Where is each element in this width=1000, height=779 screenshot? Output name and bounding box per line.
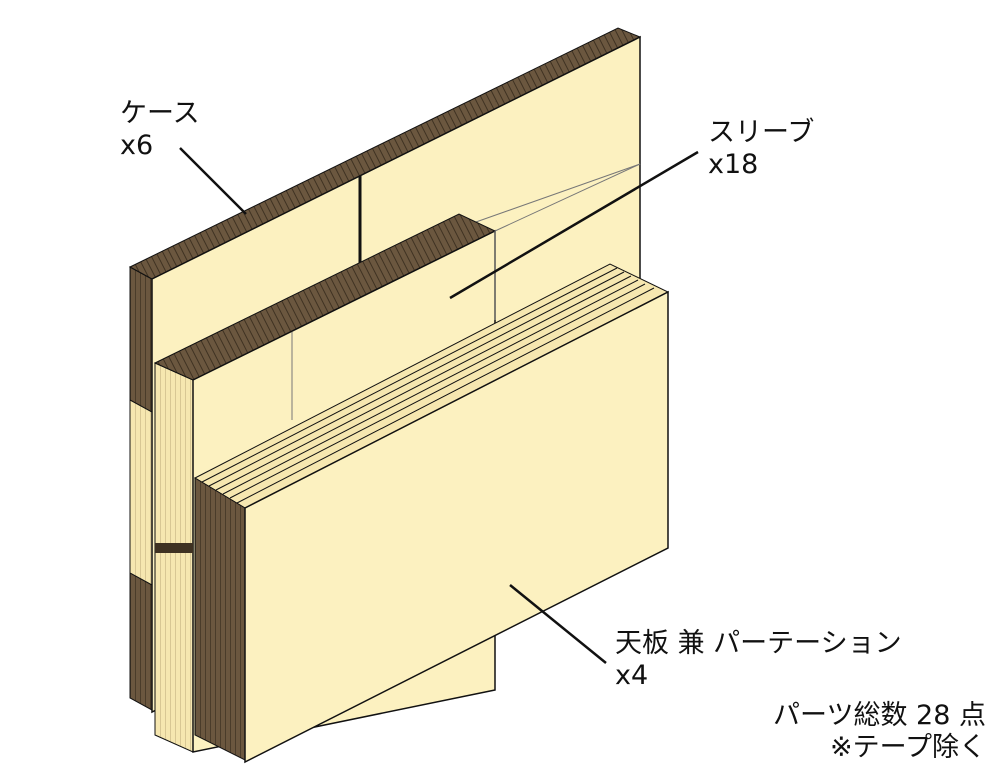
case-name: ケース xyxy=(120,98,200,129)
panel-top-lines xyxy=(201,267,655,504)
panel-stack xyxy=(193,263,670,764)
sleeve-seam xyxy=(494,163,641,232)
parts-note: パーツ総数 28 点 ※テープ除く xyxy=(773,700,986,764)
sleeve-leader xyxy=(449,150,699,300)
panel-name: 天板 兼 パーテーション xyxy=(615,628,902,659)
panel-left-edge xyxy=(194,477,246,761)
panel-count: x4 xyxy=(615,660,649,691)
sleeve-label: スリーブ x18 xyxy=(708,117,814,181)
case-label: ケース x6 xyxy=(120,98,200,162)
sleeve-notch xyxy=(155,543,193,553)
panel-label: 天板 兼 パーテーション x4 xyxy=(615,628,902,692)
panel-leader xyxy=(509,584,607,664)
parts-total: パーツ総数 28 点 xyxy=(773,700,986,731)
case-count: x6 xyxy=(120,130,154,161)
case-leader xyxy=(179,147,247,215)
sleeve-left-edge xyxy=(154,362,194,753)
tape-note: ※テープ除く xyxy=(829,732,986,763)
case-left-edge-light xyxy=(129,399,153,586)
sleeve-name: スリーブ xyxy=(708,117,815,148)
panel-face xyxy=(244,290,669,764)
sleeve-count: x18 xyxy=(708,149,759,180)
